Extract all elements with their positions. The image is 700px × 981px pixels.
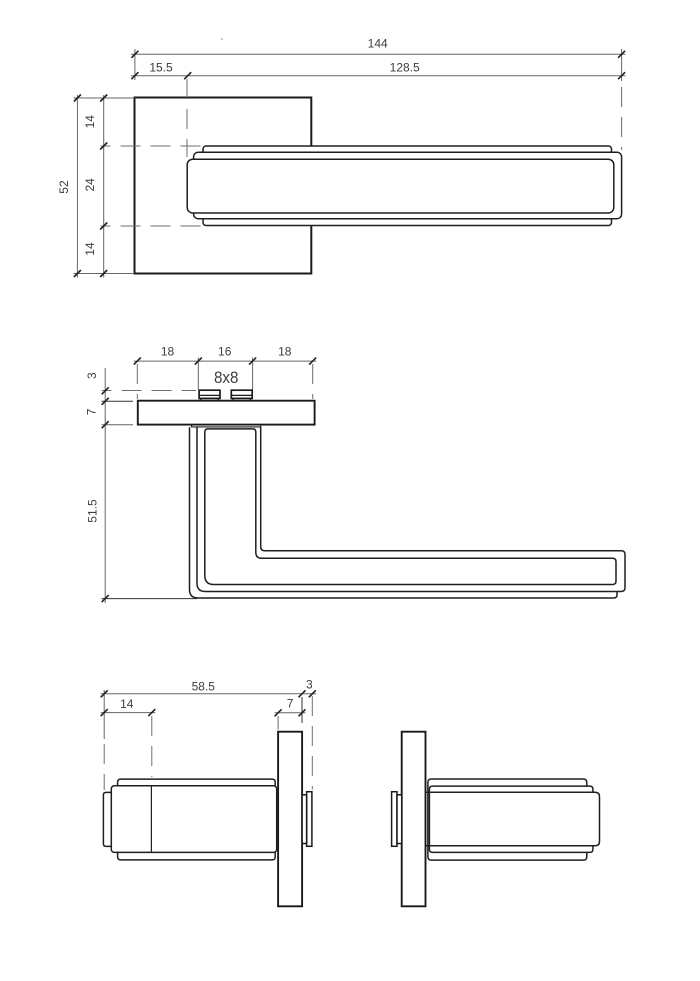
svg-text:18: 18	[161, 345, 175, 359]
svg-text:7: 7	[85, 408, 99, 415]
svg-text:3: 3	[85, 372, 99, 379]
svg-text:18: 18	[278, 345, 292, 359]
svg-text:15.5: 15.5	[149, 61, 173, 75]
svg-text:8x8: 8x8	[214, 369, 239, 387]
svg-text:128.5: 128.5	[390, 61, 420, 75]
svg-text:14: 14	[83, 242, 97, 256]
svg-text:58.5: 58.5	[192, 679, 216, 693]
svg-text:14: 14	[83, 115, 97, 129]
svg-text:7: 7	[287, 697, 294, 711]
svg-text:144: 144	[368, 37, 388, 51]
svg-text:14: 14	[120, 697, 134, 711]
svg-text:24: 24	[83, 178, 97, 192]
svg-text:51.5: 51.5	[86, 499, 100, 523]
svg-text:52: 52	[57, 180, 71, 194]
svg-text:3: 3	[306, 677, 313, 691]
svg-text:16: 16	[218, 345, 232, 359]
